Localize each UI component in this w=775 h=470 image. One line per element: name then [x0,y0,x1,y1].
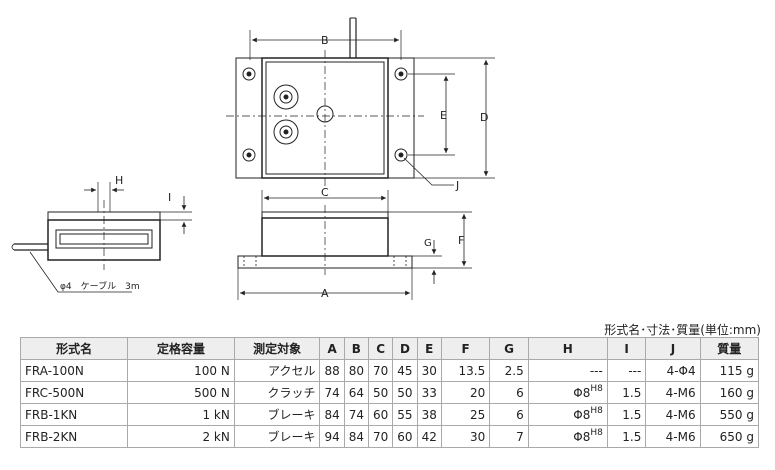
cell-c: 70 [368,359,394,382]
side-view [11,182,192,293]
cell-h-tolerance: H8 [590,383,603,394]
header-e: E [416,337,442,360]
cell-c: 60 [368,403,394,426]
cell-f: 25 [440,403,491,426]
cell-target: ブレーキ [233,425,321,448]
cell-h-value: Φ8 [573,407,591,422]
cell-h: Φ8H8 [527,403,608,426]
technical-drawing: B D E J C A F G H I φ4 ケーブル 3m [11,17,495,300]
cell-mass: 650 g [699,425,760,448]
header-b: B [343,337,370,360]
cell-mass: 160 g [699,381,760,404]
cell-j: 4-M6 [645,403,701,426]
header-j: J [645,337,701,360]
label-d: D [480,111,488,124]
cell-h: --- [527,359,608,382]
cell-f: 13.5 [440,359,491,382]
header-target: 測定対象 [233,337,321,360]
cell-c: 70 [368,425,394,448]
cell-a: 84 [319,403,345,426]
label-c: C [321,186,329,199]
header-g: G [489,337,529,360]
cell-model: FRB-1KN [19,403,129,426]
cell-h: Φ8H8 [527,425,608,448]
label-e: E [440,109,447,122]
cell-g: 6 [489,381,529,404]
cell-g: 6 [489,403,529,426]
cell-h-value: Φ8 [573,429,591,444]
cell-i: 1.5 [606,403,647,426]
table-row: FRB-2KN 2 kN ブレーキ 94 84 70 60 42 30 7 Φ8… [19,425,760,448]
label-h: H [115,174,123,187]
label-j: J [455,179,459,192]
cell-f: 20 [440,381,491,404]
cell-d: 50 [392,381,418,404]
cell-capacity: 500 N [127,381,235,404]
cell-f: 30 [440,425,491,448]
cell-d: 45 [392,359,418,382]
cable-note: φ4 ケーブル 3m [60,280,140,292]
cell-target: ブレーキ [233,403,321,426]
cell-d: 60 [392,425,418,448]
label-i: I [168,191,171,204]
label-a: A [321,287,329,300]
cell-model: FRA-100N [19,359,129,382]
cell-h-tolerance: H8 [590,405,603,416]
top-view [226,17,495,186]
cell-h-tolerance: H8 [590,427,603,438]
cell-g: 7 [489,425,529,448]
table-header-row: 形式名 定格容量 測定対象 A B C D E F G H I J 質量 [19,337,760,360]
header-h: H [527,337,608,360]
cell-a: 88 [319,359,345,382]
header-model: 形式名 [19,337,129,360]
label-g: G [424,238,432,249]
cell-b: 74 [343,403,370,426]
header-f: F [440,337,491,360]
cell-capacity: 1 kN [127,403,235,426]
cell-i: 1.5 [606,381,647,404]
cell-e: 33 [416,381,442,404]
cell-i: --- [606,359,647,382]
cell-g: 2.5 [489,359,529,382]
cell-i: 1.5 [606,425,647,448]
cell-c: 50 [368,381,394,404]
cell-target: アクセル [233,359,321,382]
header-i: I [606,337,647,360]
cell-j: 4-Φ4 [645,359,701,382]
cell-b: 84 [343,425,370,448]
header-c: C [368,337,394,360]
table-row: FRC-500N 500 N クラッチ 74 64 50 50 33 20 6 … [19,381,760,404]
header-mass: 質量 [699,337,760,360]
cell-j: 4-M6 [645,381,701,404]
header-a: A [319,337,345,360]
table-row: FRA-100N 100 N アクセル 88 80 70 45 30 13.5 … [19,359,760,382]
cell-e: 30 [416,359,442,382]
cell-d: 55 [392,403,418,426]
spec-table: 形式名 定格容量 測定対象 A B C D E F G H I J 質量 FRA… [19,337,760,448]
label-f: F [458,234,464,247]
header-d: D [392,337,418,360]
table-caption: 形式名･寸法･質量(単位:mm) [604,323,761,337]
label-b: B [321,34,329,47]
cell-h: Φ8H8 [527,381,608,404]
cell-model: FRB-2KN [19,425,129,448]
cell-a: 74 [319,381,345,404]
cell-model: FRC-500N [19,381,129,404]
cell-capacity: 2 kN [127,425,235,448]
cell-target: クラッチ [233,381,321,404]
cell-mass: 115 g [699,359,760,382]
cell-mass: 550 g [699,403,760,426]
cell-b: 64 [343,381,370,404]
table-row: FRB-1KN 1 kN ブレーキ 84 74 60 55 38 25 6 Φ8… [19,403,760,426]
cell-e: 38 [416,403,442,426]
cell-capacity: 100 N [127,359,235,382]
cell-j: 4-M6 [645,425,701,448]
front-view [237,190,472,300]
cell-h-value: Φ8 [573,385,591,400]
header-capacity: 定格容量 [127,337,235,360]
cell-a: 94 [319,425,345,448]
cell-e: 42 [416,425,442,448]
cell-b: 80 [343,359,370,382]
